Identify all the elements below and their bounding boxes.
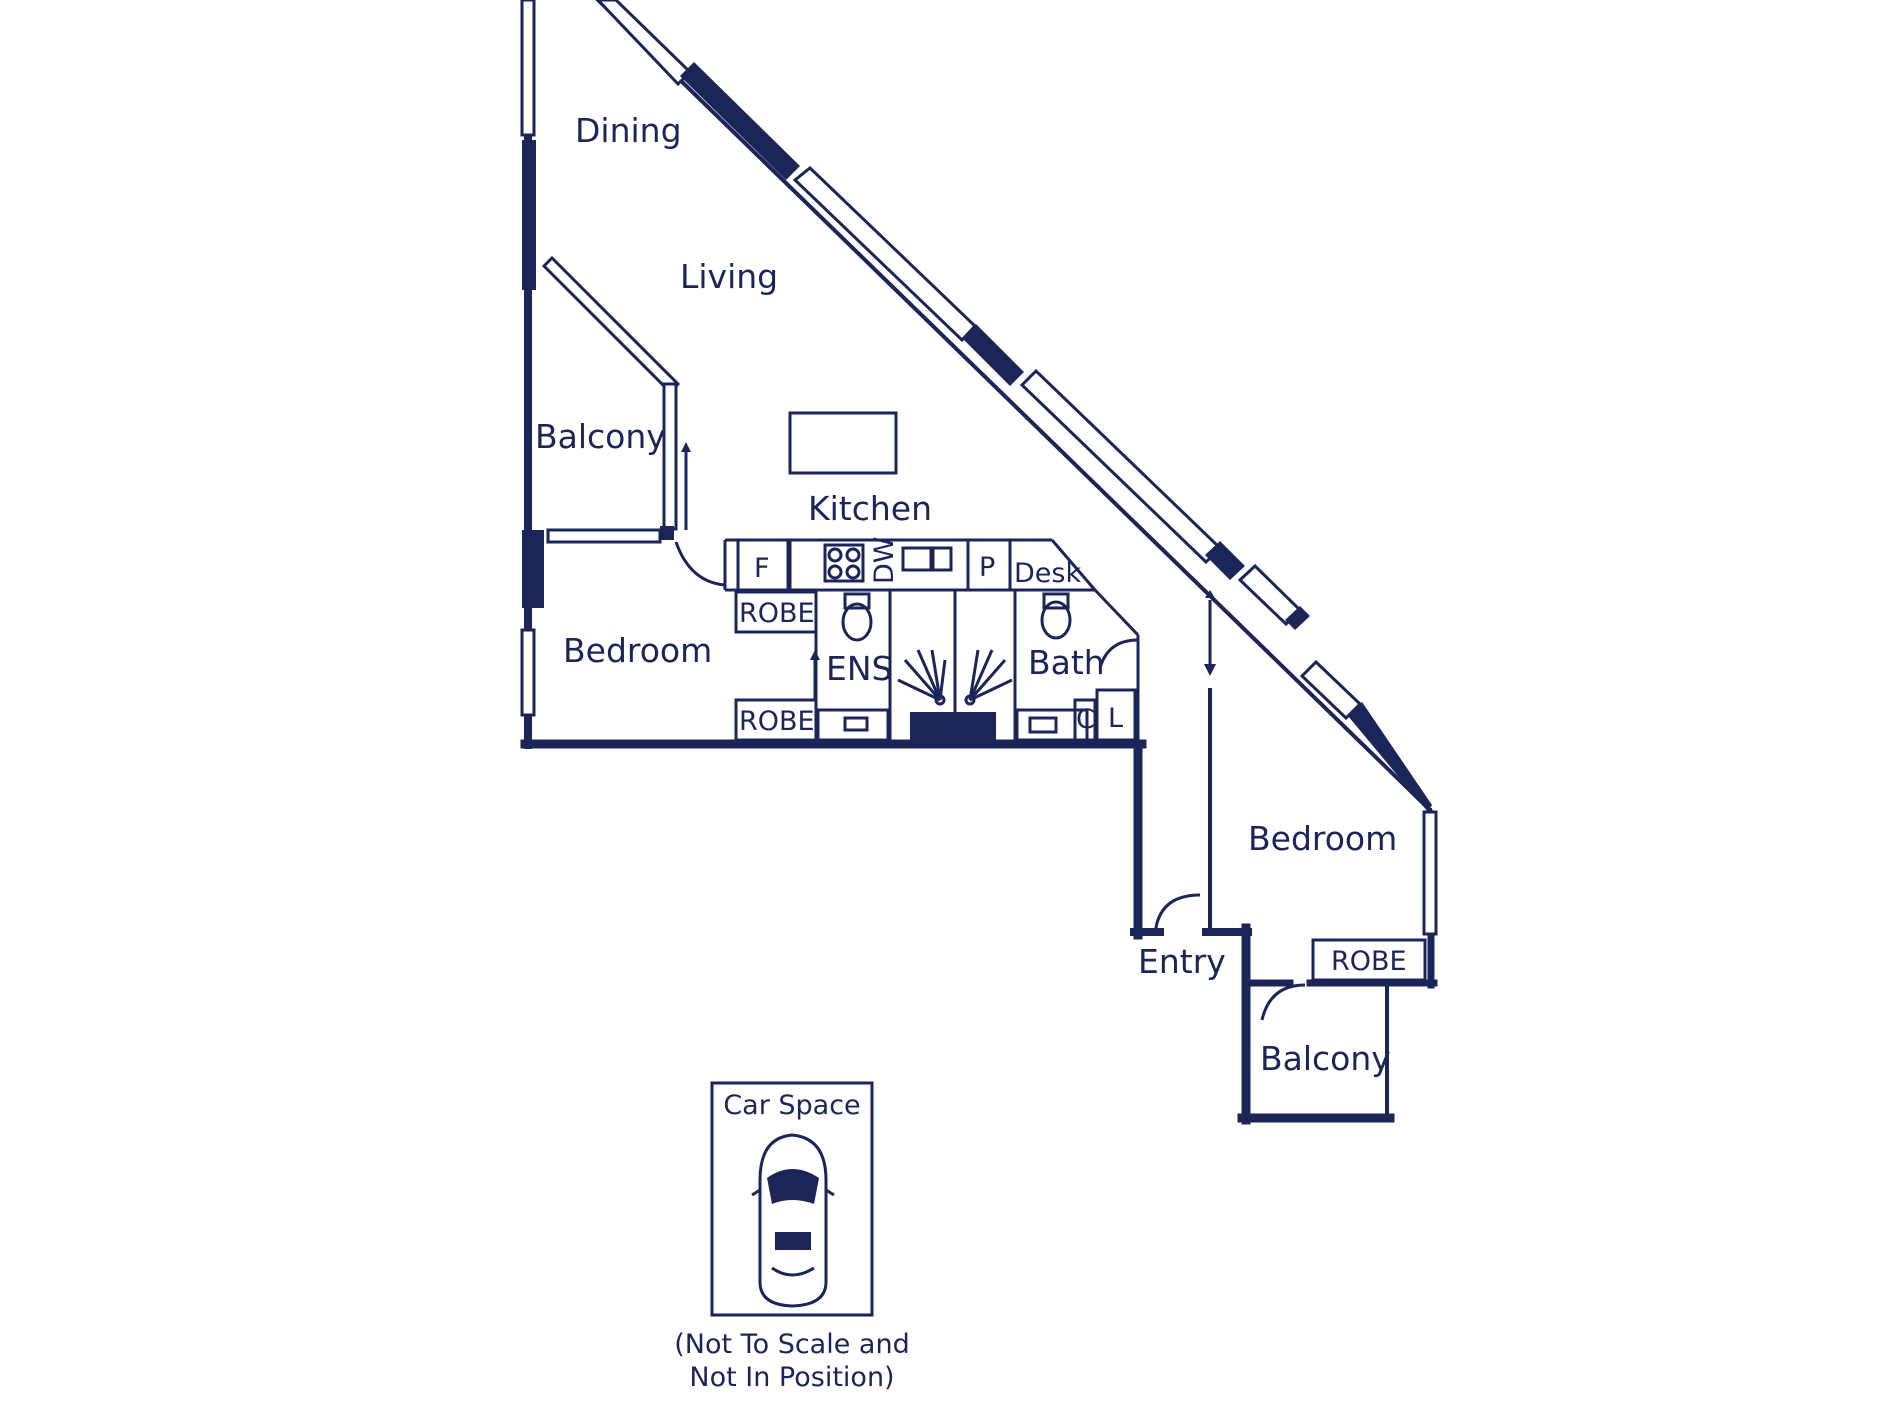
fixture-cupboard: C [1076,704,1095,735]
balcony-west-outline [541,255,691,544]
doors [674,541,1306,1021]
wet-areas [810,588,1140,744]
fixture-pantry: P [979,552,995,583]
fixture-desk: Desk [1014,558,1081,589]
car-space-note-line1: (Not To Scale and [674,1329,909,1360]
room-balcony-west: Balcony [535,417,666,456]
kitchen-island [788,411,898,475]
room-bedroom-main: Bedroom [563,631,712,670]
fixture-dishwasher: DW [869,537,900,585]
car-icon [751,1133,835,1308]
fixture-robe-2: ROBE [739,706,815,737]
fixture-fridge: F [754,553,770,584]
car-space-note-line2: Not In Position) [689,1362,894,1393]
room-kitchen: Kitchen [808,489,932,528]
room-bath: Bath [1028,643,1105,682]
room-dining: Dining [575,111,682,150]
room-ensuite: ENS [826,649,892,688]
room-living: Living [680,257,778,296]
room-balcony-east: Balcony [1260,1039,1391,1078]
car-space-title: Car Space [723,1090,860,1121]
car-space-box: Car Space [710,1081,874,1317]
fixture-robe-1: ROBE [739,598,815,629]
windows [520,0,1438,936]
room-entry: Entry [1138,942,1226,981]
kitchen-bench [723,538,1097,592]
fixture-laundry: L [1108,703,1123,734]
fixture-robe-3: ROBE [1331,946,1407,977]
room-bedroom-second: Bedroom [1248,819,1397,858]
